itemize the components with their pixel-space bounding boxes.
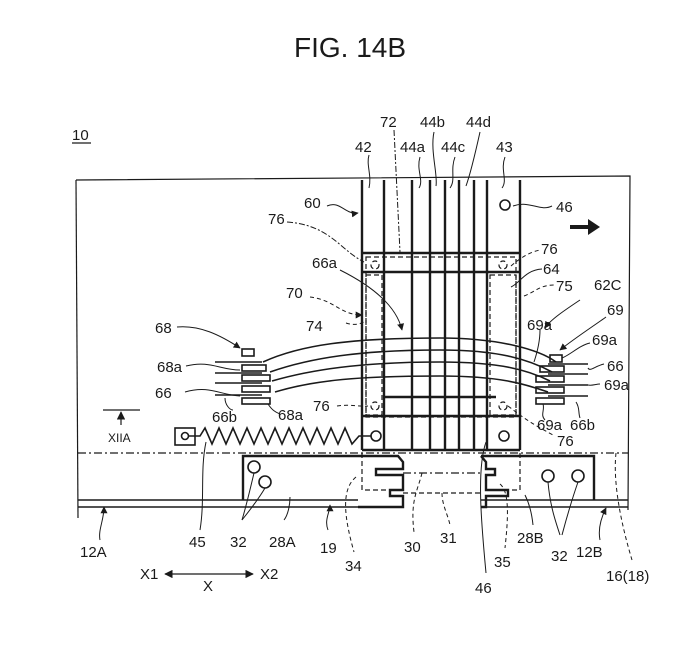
bottom-rail xyxy=(78,499,628,508)
label-34: 34 xyxy=(345,558,362,575)
housing-frame xyxy=(75,175,631,519)
leader-lines xyxy=(99,129,633,574)
label-60: 60 xyxy=(304,195,321,212)
label-66b-right: 66b xyxy=(570,417,595,434)
label-42: 42 xyxy=(355,139,372,156)
label-28B: 28B xyxy=(517,530,544,547)
label-30: 30 xyxy=(404,539,421,556)
label-62C: 62C xyxy=(594,277,622,294)
screw-76-br xyxy=(498,401,508,411)
label-68a-1: 68a xyxy=(157,359,183,376)
label-66-right: 66 xyxy=(607,358,624,375)
label-66b-left: 66b xyxy=(212,409,237,426)
label-72: 72 xyxy=(380,114,397,131)
cable-bundle-66 xyxy=(262,337,557,393)
label-12A: 12A xyxy=(80,544,107,561)
label-69: 69 xyxy=(607,302,624,319)
label-66-left: 66 xyxy=(155,385,172,402)
label-44d: 44d xyxy=(466,114,491,131)
pin-46-bottom xyxy=(498,430,510,442)
label-69a-1: 69a xyxy=(527,317,553,334)
direction-arrow-icon xyxy=(570,219,600,235)
label-12B: 12B xyxy=(576,544,603,561)
label-68: 68 xyxy=(155,320,172,337)
spring-45 xyxy=(174,426,371,446)
label-46-bottom: 46 xyxy=(475,580,492,597)
connector-68 xyxy=(215,348,271,405)
label-76-br: 76 xyxy=(557,433,574,450)
hole-32d xyxy=(571,469,585,483)
block-28B xyxy=(481,454,596,500)
frame-72 xyxy=(365,256,517,418)
block-28A xyxy=(241,454,358,500)
axis-label-x: X xyxy=(203,578,213,595)
latch-assembly xyxy=(358,453,521,509)
slider-60 xyxy=(360,180,522,452)
hole-32c xyxy=(541,469,555,483)
screw-76-tl xyxy=(370,260,380,270)
label-76-tr: 76 xyxy=(541,241,558,258)
label-76-bl: 76 xyxy=(313,398,330,415)
label-44c: 44c xyxy=(441,139,466,156)
label-64: 64 xyxy=(543,261,560,278)
label-46-top: 46 xyxy=(556,199,573,216)
label-28A: 28A xyxy=(269,534,296,551)
label-66a: 66a xyxy=(312,255,338,272)
label-69a-4: 69a xyxy=(537,417,563,434)
label-44b: 44b xyxy=(420,114,445,131)
hole-32a xyxy=(247,460,261,474)
label-32-left: 32 xyxy=(230,534,247,551)
label-75: 75 xyxy=(556,278,573,295)
label-69a-3: 69a xyxy=(604,377,630,394)
hole-32b xyxy=(258,475,272,489)
label-70: 70 xyxy=(286,285,303,302)
label-35: 35 xyxy=(494,554,511,571)
axis-label-x2: X2 xyxy=(260,566,278,583)
frame-75 xyxy=(489,274,517,416)
label-XIIA: XIIA xyxy=(108,431,131,445)
label-45: 45 xyxy=(189,534,206,551)
figure-title: FIG. 14B xyxy=(294,32,406,63)
frame-74 xyxy=(365,274,383,416)
label-74: 74 xyxy=(306,318,323,335)
connector-69 xyxy=(535,354,588,405)
pin-46-top xyxy=(499,199,511,211)
screw-76-tr xyxy=(498,260,508,270)
label-43: 43 xyxy=(496,139,513,156)
screw-76-bl xyxy=(370,401,380,411)
label-16-18: 16(18) xyxy=(606,568,649,585)
label-44a: 44a xyxy=(400,139,426,156)
spring-anchor-right xyxy=(370,430,382,442)
assembly-ref: 10 xyxy=(72,127,89,144)
label-76-tl: 76 xyxy=(268,211,285,228)
label-69a-2: 69a xyxy=(592,332,618,349)
axis-label-x1: X1 xyxy=(140,566,158,583)
label-32-right: 32 xyxy=(551,548,568,565)
label-31: 31 xyxy=(440,530,457,547)
label-19: 19 xyxy=(320,540,337,557)
label-68a-2: 68a xyxy=(278,407,304,424)
